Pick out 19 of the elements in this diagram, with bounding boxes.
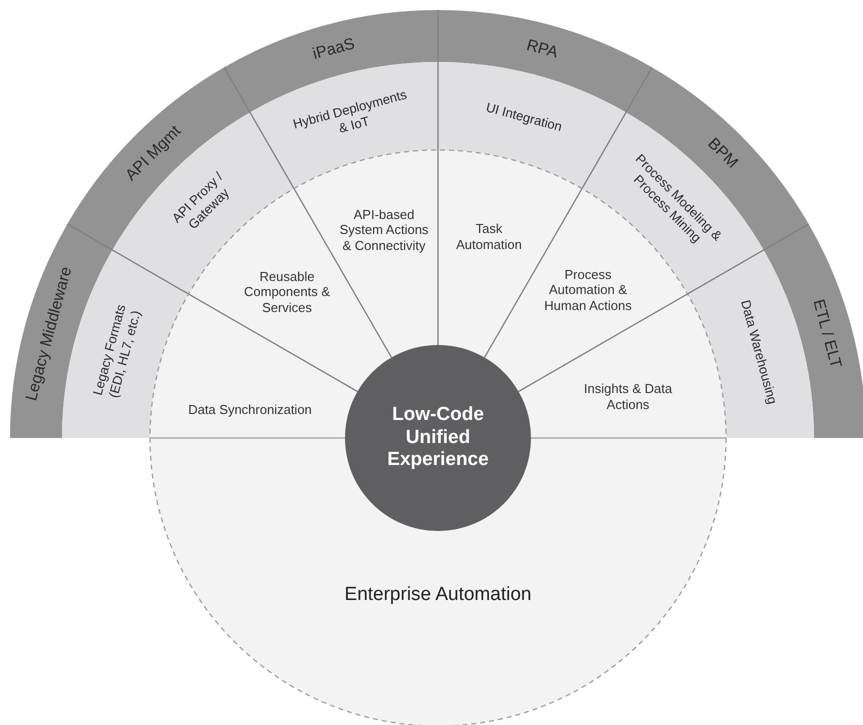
segment-label: RPA [524, 36, 560, 64]
segment-label: Legacy Formats (EDI, HL7, etc.) [89, 302, 144, 402]
sector-label: Reusable Components & Services [243, 268, 331, 316]
middle-ring-segment [687, 250, 814, 438]
outer-ring-segment [626, 67, 809, 250]
segment-label: ETL / ELT [808, 298, 845, 370]
sector-label: Task Automation [455, 221, 523, 253]
middle-ring-segment [438, 62, 626, 189]
center-label: Low-Code Unified Experience [386, 404, 490, 472]
sector-label: Insights & Data Actions [582, 381, 674, 413]
region-label: Enterprise Automation [344, 584, 532, 606]
center-circle [345, 345, 531, 531]
middle-ring-segment [250, 62, 438, 189]
sector-label: Data Synchronization [188, 402, 312, 418]
segment-label: iPaaS [310, 34, 358, 64]
inner-sector [518, 294, 726, 438]
sector-label: API-based System Actions & Connectivity [338, 206, 430, 254]
sector-label: Process Automation & Human Actions [543, 266, 633, 314]
outer-ring-segment [67, 67, 250, 250]
